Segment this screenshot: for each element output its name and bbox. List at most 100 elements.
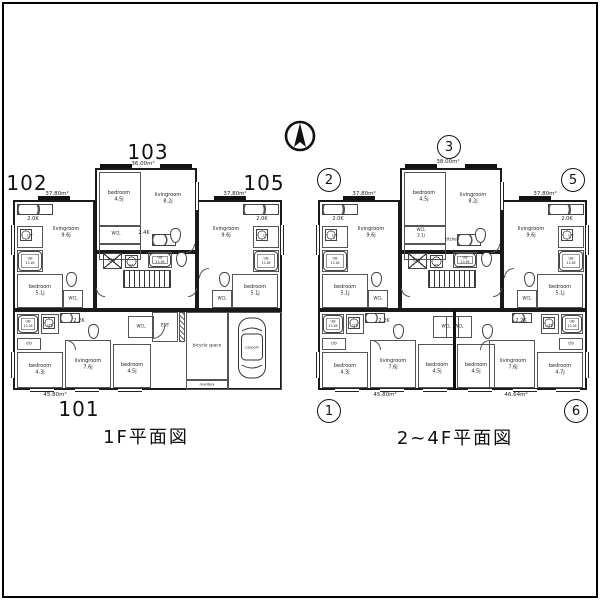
room-label: UB 1116 [25,256,35,265]
room-label: livingroom 9.6j [212,225,240,238]
room-label: UT [332,234,338,239]
room-label: UB 1116 [261,256,271,265]
room-partition [537,274,583,308]
room-label: bedroom 5.1j [333,283,357,296]
dash-icon [100,164,132,168]
window-icon [195,182,199,210]
dash-icon [343,196,375,200]
room-partition [232,274,278,308]
window-icon [30,388,54,392]
unit-number: 5 [561,168,585,192]
area-label: 36.00m² [131,160,155,167]
room-label: UB 1116 [566,256,576,265]
toilet-icon [482,324,493,339]
room-label: clo [331,341,337,346]
toilet-icon [475,228,486,243]
room-label: UT [128,263,134,268]
room-label: UB 1116 [330,256,340,265]
room-partition [63,290,83,308]
window-icon [423,388,447,392]
hatch-icon [179,312,185,342]
tub-icon [254,251,278,271]
dash-icon [38,196,70,200]
tub-icon [323,251,347,271]
room-label: bedroom 4.5j [425,361,449,374]
area-label: 46.64m² [504,391,528,398]
room-label: clo [568,341,574,346]
room-partition [186,380,228,390]
room-partition [41,314,59,334]
toilet-icon [88,324,99,339]
car-icon [236,316,268,380]
room-partition [404,226,446,244]
window-icon [585,352,589,378]
elv-icon [103,253,122,269]
room-partition [148,252,172,268]
room-partition [322,314,344,334]
unit-number: 1 [317,399,341,423]
room-partition [113,344,151,388]
washer-icon [256,229,268,241]
dash-icon [160,164,192,168]
outer-wall [502,200,587,310]
washer-icon [20,229,32,241]
toilet-icon [371,272,382,287]
room-partition [322,338,346,350]
room-partition [541,314,559,334]
window-icon [316,225,320,255]
area-label: 45.80m² [373,391,397,398]
room-label: bedroom 5.1j [548,283,572,296]
plan-title-2-4f: 2~4F平面図 [396,428,514,449]
dash-icon [465,164,497,168]
bar-icon [453,310,456,390]
room-label: WCL [522,296,532,301]
window-icon [75,388,99,392]
toilet-icon [219,272,230,287]
plan-title-1f: 1F平面図 [103,427,189,448]
room-label: bedroom 5.1j [243,283,267,296]
room-label: UB 1116 [155,255,165,264]
window-icon [316,352,320,378]
room-label: livingroom 8.2j [154,191,182,204]
stairs-icon [123,270,171,288]
window-icon [11,352,15,378]
room-label: 2.2K [515,317,527,324]
window-icon [513,388,537,392]
unit-number: 3 [437,135,461,159]
tub-icon [18,315,38,333]
room-label: WCL [373,296,383,301]
window-icon [280,225,284,255]
door-swing-arc [504,268,514,278]
washer-icon [561,229,573,241]
room-partition [370,340,416,388]
room-partition [453,252,477,268]
room-partition [253,226,279,248]
room-label: UB 1116 [460,255,470,264]
room-partition [322,250,348,272]
area-label: 37.80m² [352,190,376,197]
outer-wall [13,200,95,310]
dash-icon [405,164,437,168]
toilet-icon [524,272,535,287]
room-label: 2.0K [332,215,344,222]
room-partition [253,250,279,272]
room-partition [322,352,368,388]
counter-icon [17,204,53,215]
room-label: 2.0K [561,215,573,222]
room-label: bedroom 4.5j [120,361,144,374]
window-icon [11,225,15,255]
toilet-icon [481,252,492,267]
toilet-icon [393,324,404,339]
tub-icon [323,315,343,333]
room-label: 2.0K [256,215,268,222]
washer-icon [125,255,138,268]
room-label: 2.0K [27,215,39,222]
window-icon [556,388,580,392]
room-partition [186,312,228,380]
room-partition [322,226,348,248]
room-label: UB 1116 [328,319,338,328]
window-icon [380,388,404,392]
counter-icon [243,204,279,215]
elv-icon [408,253,427,269]
door-swing-arc [199,268,209,278]
